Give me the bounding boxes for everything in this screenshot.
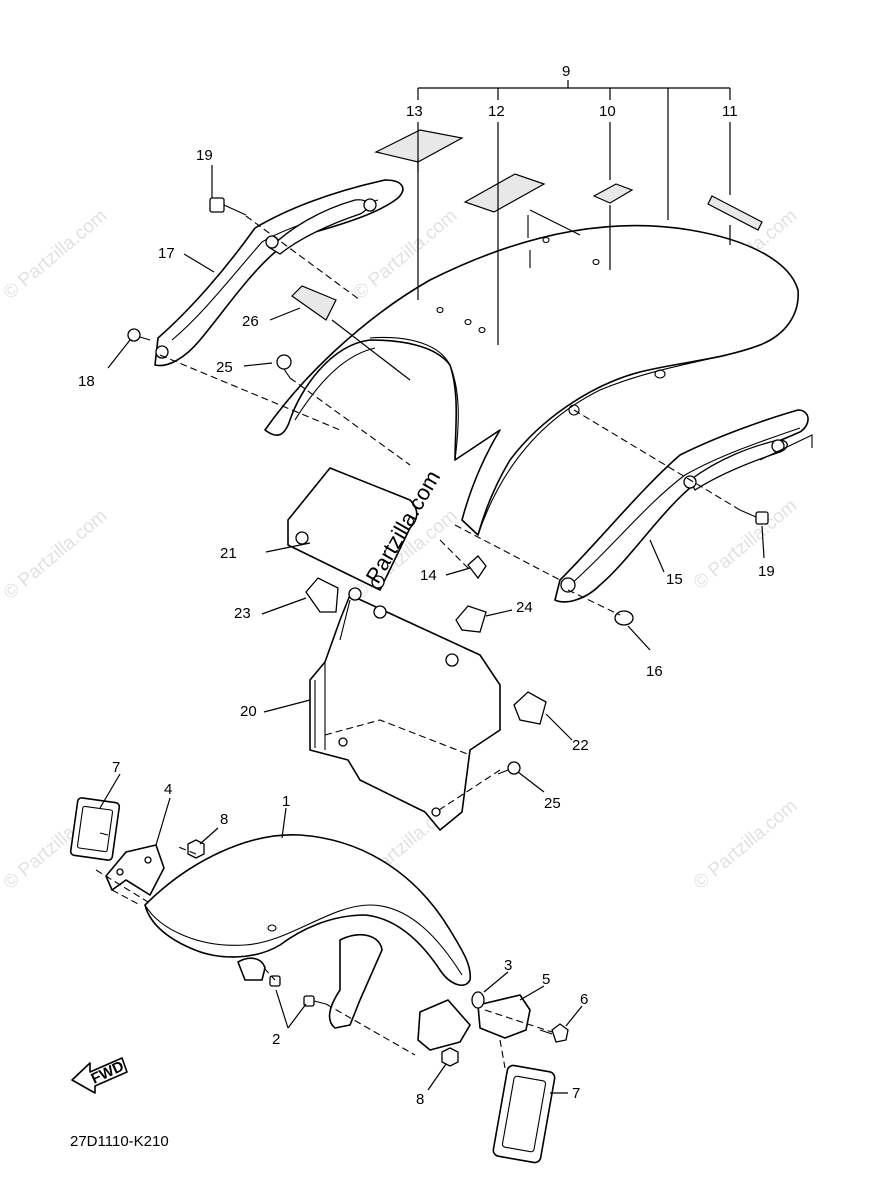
callouts: 9 13 12 10 11 19 17 26 25 18 21 14 23 24…	[78, 63, 775, 1108]
callout-6: 6	[580, 991, 588, 1008]
callout-5: 5	[542, 971, 550, 988]
callout-7: 7	[572, 1085, 580, 1102]
collar-3[interactable]	[471, 991, 485, 1009]
bolt-19-left[interactable]	[209, 197, 247, 216]
callout-4: 4	[164, 781, 172, 798]
callout-19: 19	[196, 147, 213, 164]
callout-11: 11	[722, 103, 738, 120]
reflector-bracket-5[interactable]	[477, 994, 531, 1039]
rear-fender[interactable]	[264, 224, 799, 536]
nut-8-rear[interactable]	[441, 1047, 459, 1067]
reflector-7-front[interactable]	[69, 797, 121, 861]
license-bracket[interactable]	[309, 594, 501, 831]
rivet-16[interactable]	[614, 610, 634, 626]
callout-8: 8	[416, 1091, 424, 1108]
watermark: © Partzilla.com	[0, 205, 111, 303]
watermark: © Partzilla.com	[690, 795, 802, 893]
clip-14[interactable]	[467, 555, 487, 580]
callout-1: 1	[282, 793, 290, 810]
flap[interactable]	[287, 467, 418, 591]
callout-23: 23	[234, 605, 251, 622]
callout-22: 22	[572, 737, 589, 754]
bolt-19-right[interactable]	[739, 509, 769, 525]
callout-12: 12	[488, 103, 505, 120]
decal-13[interactable]	[374, 129, 464, 163]
callout-7: 7	[112, 759, 120, 776]
front-fender[interactable]	[144, 834, 472, 986]
bolt-2a[interactable]	[269, 975, 281, 987]
callout-19: 19	[758, 563, 775, 580]
callout-10: 10	[599, 103, 616, 120]
callout-2: 2	[272, 1031, 280, 1048]
side-rail-right[interactable]	[554, 409, 813, 603]
rivet-25-bottom[interactable]	[497, 761, 521, 775]
diagram-code: 27D1110-K210	[70, 1133, 169, 1150]
bolt-6[interactable]	[539, 1023, 569, 1043]
damper-24[interactable]	[455, 605, 487, 633]
assembly-lines-lower	[95, 845, 553, 1069]
callout-14: 14	[420, 567, 437, 584]
callout-15: 15	[666, 571, 683, 588]
callout-8: 8	[220, 811, 228, 828]
callout-17: 17	[158, 245, 175, 262]
callout-20: 20	[240, 703, 257, 720]
callout-3: 3	[504, 957, 512, 974]
rivet-25-top[interactable]	[276, 354, 292, 379]
callout-9: 9	[562, 63, 570, 80]
fender-stay[interactable]	[237, 934, 471, 1051]
callout-25: 25	[216, 359, 233, 376]
side-rail-left[interactable]	[154, 179, 404, 367]
callout-18: 18	[78, 373, 95, 390]
reflector-7-rear[interactable]	[492, 1064, 556, 1164]
callout-26: 26	[242, 313, 259, 330]
decal-11[interactable]	[707, 195, 763, 231]
damper-22[interactable]	[513, 691, 547, 725]
assembly-lines-upper	[159, 209, 741, 813]
decal-10[interactable]	[592, 183, 634, 204]
watermark: © Partzilla.com	[690, 495, 802, 593]
nut-8-front[interactable]	[187, 839, 205, 859]
fwd-arrow-icon: FWD	[71, 1057, 128, 1094]
watermark: © Partzilla.com	[0, 505, 111, 603]
bolt-2b[interactable]	[303, 995, 327, 1007]
reflector-bracket-4[interactable]	[105, 844, 165, 896]
callout-24: 24	[516, 599, 533, 616]
callout-13: 13	[406, 103, 423, 120]
callout-25: 25	[544, 795, 561, 812]
leader-lines	[99, 80, 765, 1094]
decal-26[interactable]	[291, 285, 337, 321]
collar-21[interactable]	[348, 587, 362, 601]
fwd-label: FWD	[89, 1058, 127, 1088]
callout-16: 16	[646, 663, 663, 680]
rivet-18[interactable]	[127, 328, 151, 342]
damper-23[interactable]	[305, 577, 339, 613]
callout-21: 21	[220, 545, 237, 562]
decal-12[interactable]	[463, 173, 546, 213]
